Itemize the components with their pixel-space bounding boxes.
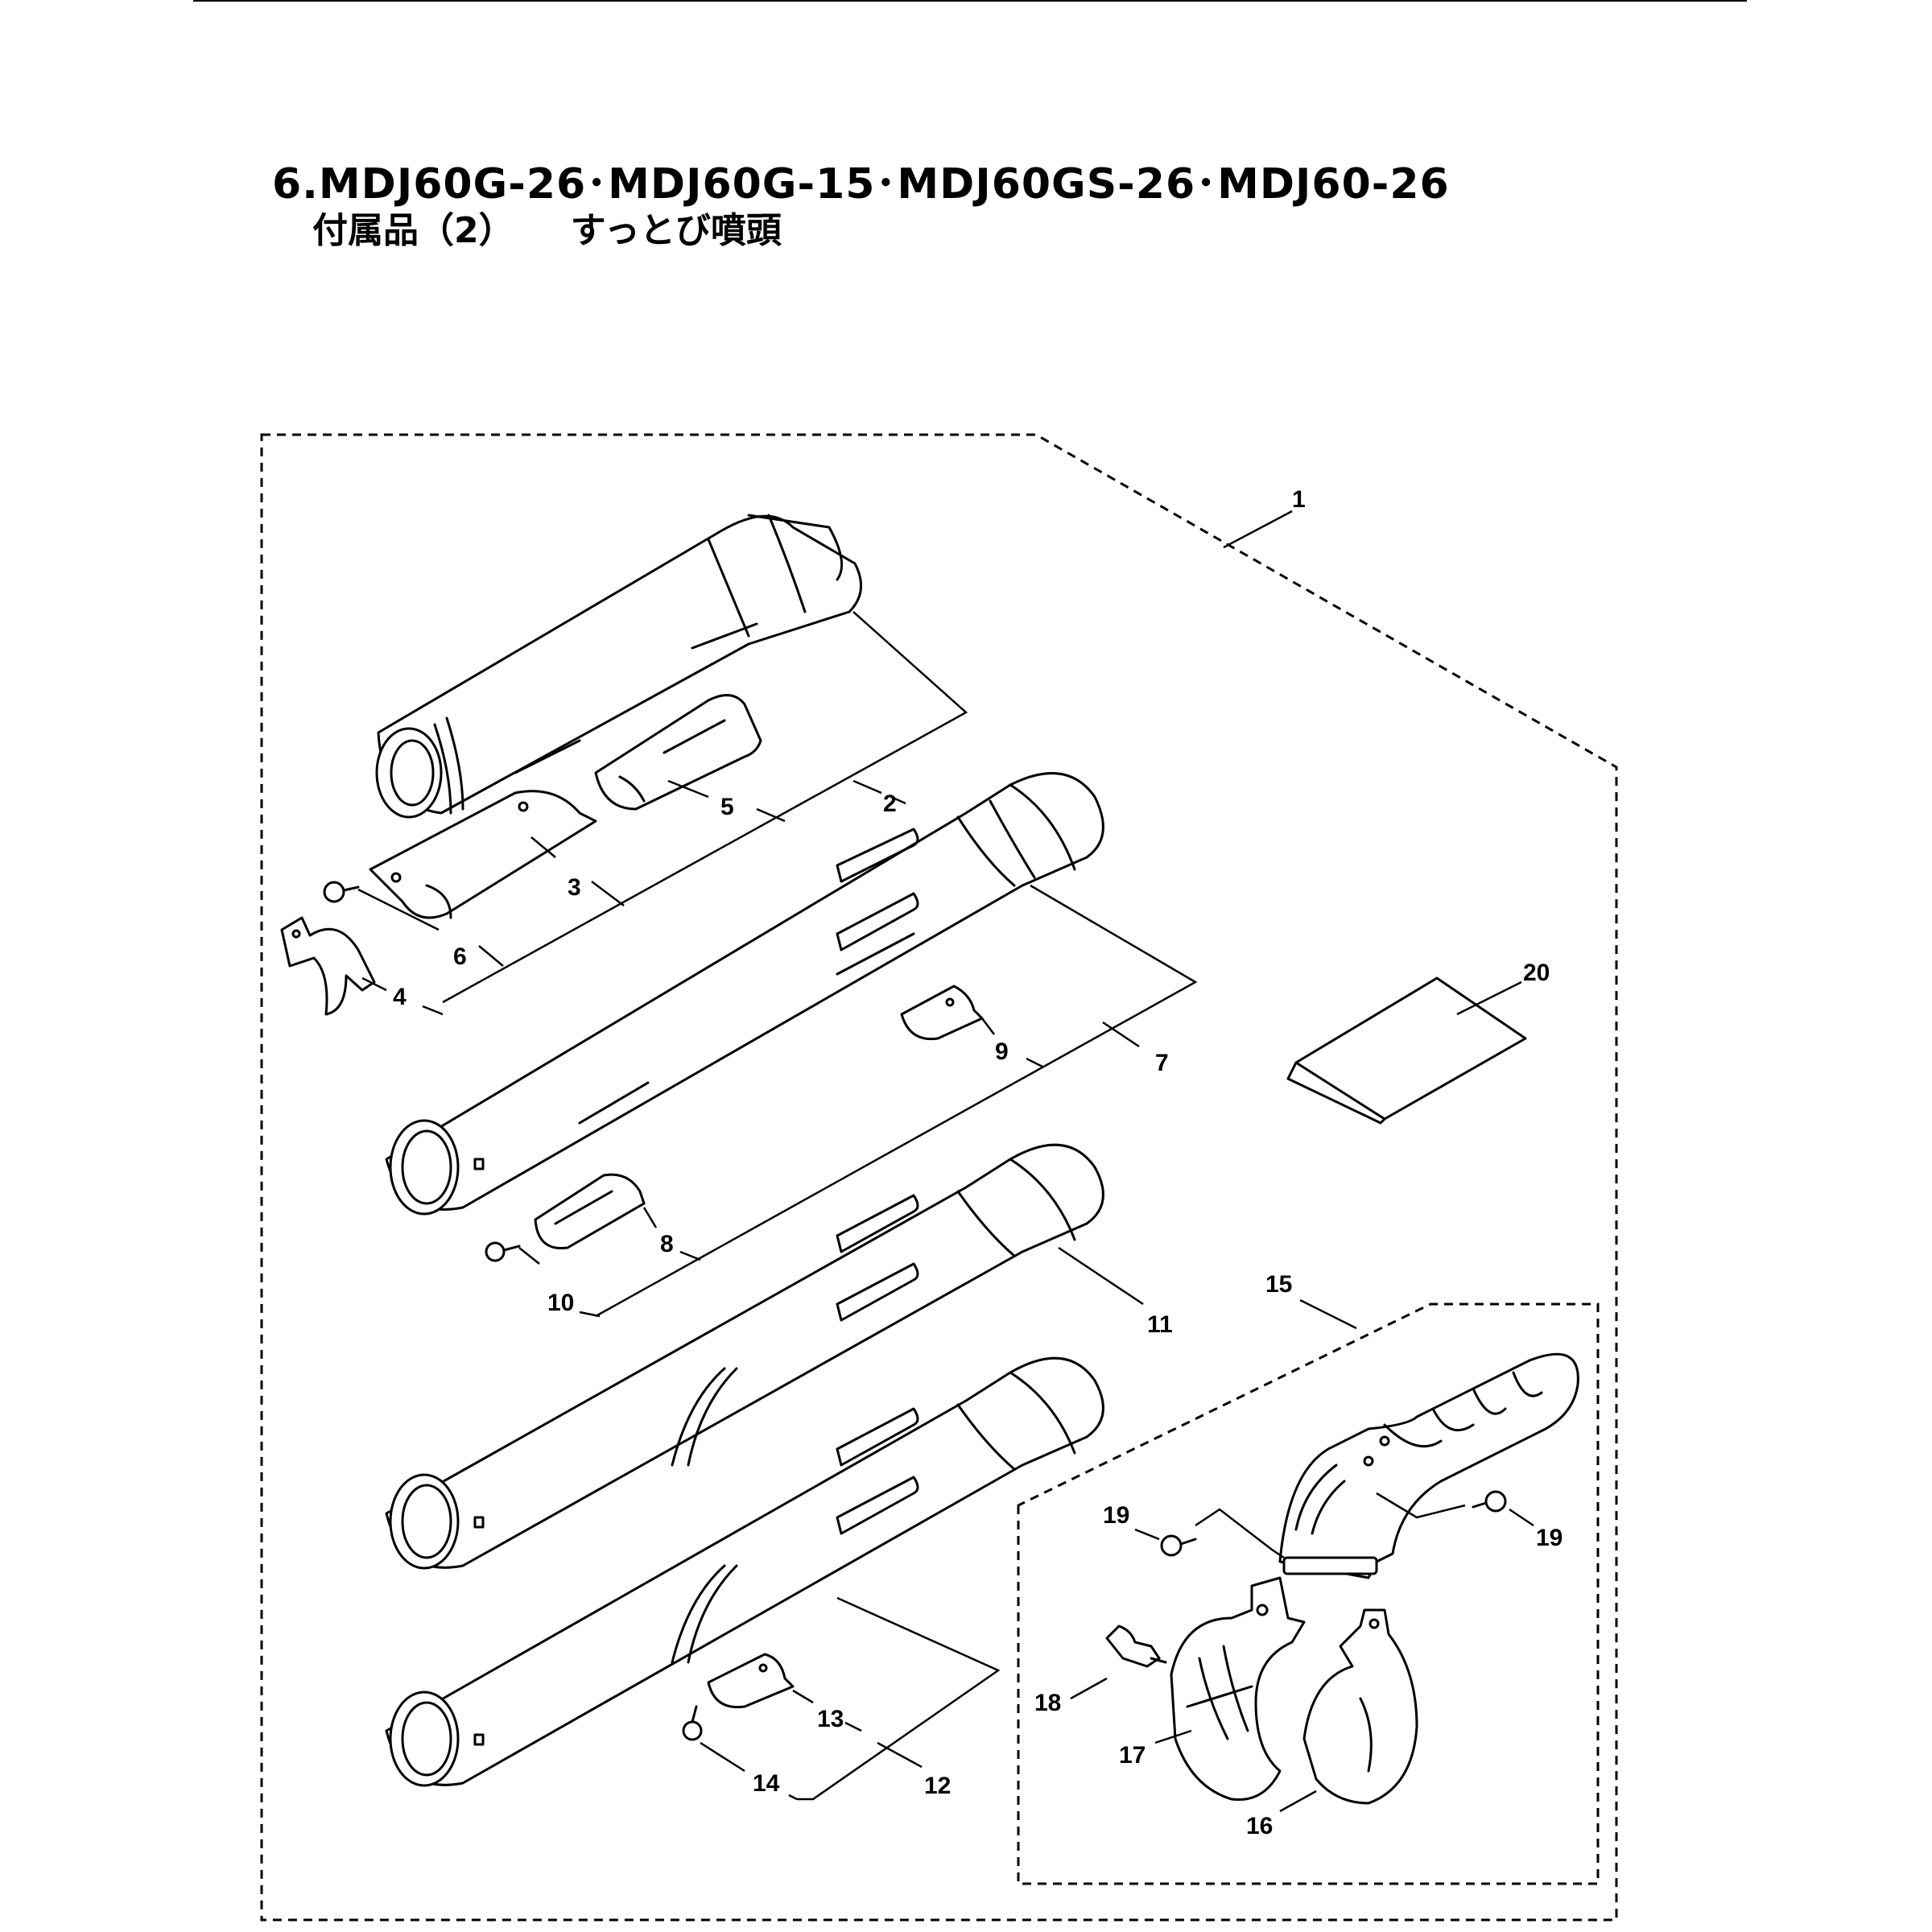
part-19-screw-left xyxy=(1160,1534,1197,1557)
part-label-11: 11 xyxy=(1147,1311,1173,1338)
subtitle-nozzle: すっとび噴頭 xyxy=(570,210,782,251)
kit-boundary xyxy=(260,433,1618,1922)
nozzle-head xyxy=(1278,1352,1579,1579)
pipe-7 xyxy=(385,772,1104,1216)
part-label-9: 9 xyxy=(995,1038,1009,1065)
part-label-19-right: 19 xyxy=(1536,1525,1563,1551)
part-label-17: 17 xyxy=(1119,1742,1146,1769)
nozzle-group-boundary xyxy=(1017,1302,1600,1885)
part-label-2: 2 xyxy=(883,791,897,817)
part-label-14: 14 xyxy=(753,1770,780,1797)
part-4-clip xyxy=(280,916,376,1016)
part-label-16: 16 xyxy=(1246,1813,1273,1839)
part-3 xyxy=(369,790,597,919)
pipe-12 xyxy=(385,1356,1104,1787)
diagram-subtitle: 付属品（2） すっとび噴頭 xyxy=(312,201,782,253)
part-label-15: 15 xyxy=(1265,1271,1292,1298)
top-rule xyxy=(193,0,1747,2)
part-label-1: 1 xyxy=(1292,486,1306,513)
part-label-19-left: 19 xyxy=(1103,1502,1129,1529)
part-label-7: 7 xyxy=(1155,1050,1169,1076)
subtitle-accessory: 付属品（2） xyxy=(312,210,514,251)
pipe-11 xyxy=(385,1143,1104,1570)
part-label-10: 10 xyxy=(547,1290,574,1316)
part-13 xyxy=(707,1653,795,1709)
part-8 xyxy=(534,1173,646,1250)
part-10-screw xyxy=(485,1241,521,1262)
part-number-labels: 1 2 3 4 5 6 7 8 9 10 11 12 13 14 15 16 1… xyxy=(393,486,1563,1839)
part-16-clamp xyxy=(1302,1608,1418,1805)
part-label-6: 6 xyxy=(453,943,467,970)
diagram-title: 6.MDJ60G-26･MDJ60G-15･MDJ60GS-26･MDJ60-2… xyxy=(272,160,1450,208)
part-label-3: 3 xyxy=(568,874,581,901)
part-5 xyxy=(594,694,762,811)
part-label-5: 5 xyxy=(720,794,734,820)
part-20-manual xyxy=(1286,976,1527,1125)
part-17-clamp xyxy=(1170,1576,1306,1802)
part-label-20: 20 xyxy=(1523,960,1550,986)
leader-lines xyxy=(357,510,1534,1813)
part-label-18: 18 xyxy=(1034,1690,1061,1716)
part-6-screw xyxy=(323,881,360,903)
part-label-4: 4 xyxy=(393,984,407,1010)
part-14-screw xyxy=(682,1705,703,1741)
part-9 xyxy=(900,985,984,1041)
part-18-knob xyxy=(1105,1624,1167,1668)
part-label-13: 13 xyxy=(817,1706,844,1732)
part-label-12: 12 xyxy=(924,1773,951,1799)
pipe-2 xyxy=(375,514,863,819)
part-19-screw-right xyxy=(1472,1490,1507,1513)
part-label-8: 8 xyxy=(660,1231,674,1257)
